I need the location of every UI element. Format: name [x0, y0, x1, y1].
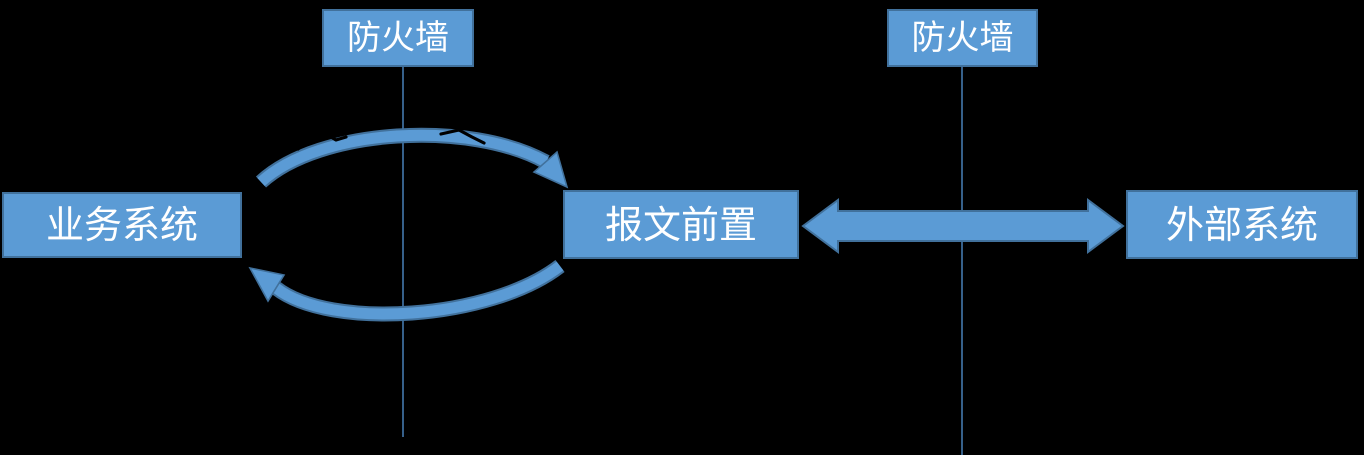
- node-external-system: 外部系统: [1126, 190, 1358, 259]
- top-arc: [257, 129, 549, 187]
- node-firewall-right: 防火墙: [887, 9, 1038, 67]
- node-label-business-system: 业务系统: [45, 203, 198, 247]
- node-label-external-system: 外部系统: [1165, 202, 1318, 247]
- node-label-message-gateway: 报文前置: [604, 202, 757, 247]
- node-business-system: 业务系统: [2, 192, 242, 258]
- node-label-firewall-left: 防火墙: [347, 18, 449, 58]
- bottom-arc: [272, 261, 564, 320]
- node-label-firewall-right: 防火墙: [911, 18, 1014, 58]
- glyph-fragment-left: [296, 129, 348, 151]
- node-message-gateway: 报文前置: [563, 190, 799, 259]
- double-arrow: [801, 198, 1125, 254]
- bottom-arc-arrowhead: [248, 266, 286, 303]
- top-arc-arrowhead: [532, 150, 569, 189]
- node-firewall-left: 防火墙: [322, 9, 474, 67]
- glyph-fragment-right: [439, 128, 486, 145]
